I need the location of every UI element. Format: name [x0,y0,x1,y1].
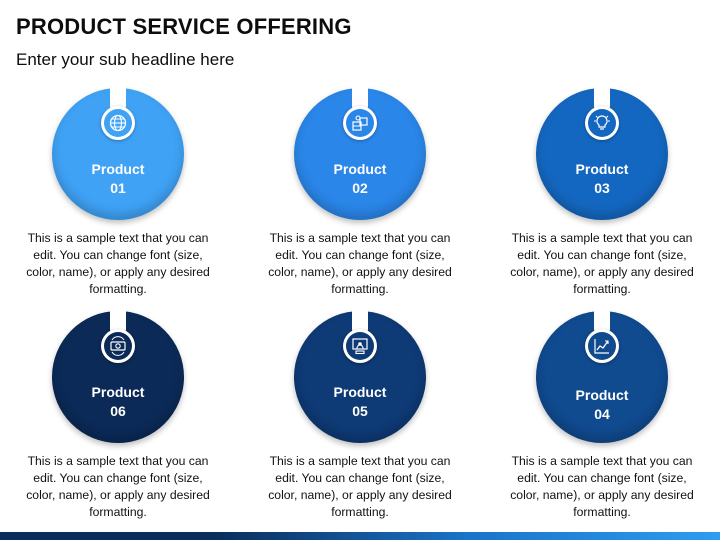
product-number: 04 [594,406,610,422]
presentation-icon [346,332,374,360]
product-description: This is a sample text that you can edit.… [26,454,210,519]
product-label: Product [333,384,387,400]
product-card-03: Product 03 This is a sample text that you… [502,84,702,298]
product-card-01: Product 01 This is a sample text that you… [18,84,218,298]
page-subtitle: Enter your sub headline here [16,50,235,69]
product-card-06: Product 06 This is a sample text that you… [18,307,218,521]
product-number: 05 [352,403,368,419]
product-card-02: Product 02 This is a sample text that you… [260,84,460,298]
product-circle [294,311,426,443]
product-description: This is a sample text that you can edit.… [510,454,694,519]
globe-icon [104,109,132,137]
bottom-accent-bar [0,532,720,540]
product-number: 06 [110,403,126,419]
product-label: Product [91,161,145,177]
product-label: Product [333,161,387,177]
lightbulb-icon [588,109,616,137]
product-circle [536,88,668,220]
chart-icon [588,332,616,360]
product-number: 02 [352,180,368,196]
product-description: This is a sample text that you can edit.… [26,231,210,296]
product-description: This is a sample text that you can edit.… [268,454,452,519]
product-number: 03 [594,180,610,196]
product-label: Product [575,161,629,177]
product-circle [52,311,184,443]
product-card-05: Product 05 This is a sample text that you… [260,307,460,521]
page-title: PRODUCT SERVICE OFFERING [16,14,352,39]
product-card-04: Product 04 This is a sample text that you… [502,307,702,521]
product-label: Product [91,384,145,400]
product-description: This is a sample text that you can edit.… [268,231,452,296]
product-number: 01 [110,180,126,196]
product-label: Product [575,387,629,403]
money-icon [104,332,132,360]
product-description: This is a sample text that you can edit.… [510,231,694,296]
package-icon [346,109,374,137]
